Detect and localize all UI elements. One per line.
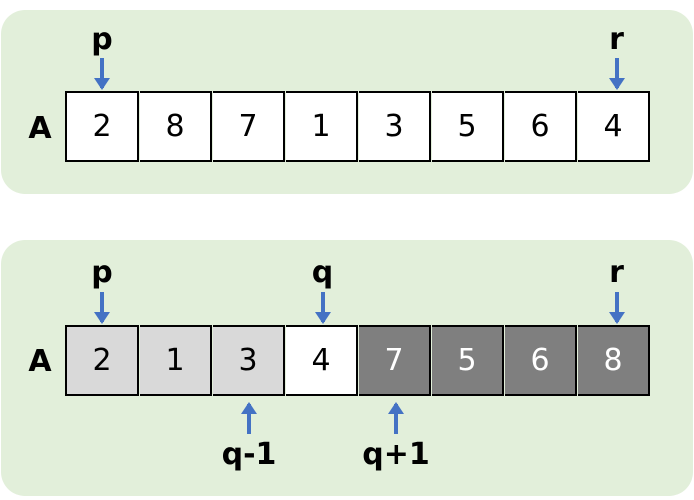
array-cell: 5	[432, 325, 504, 396]
pointer-label-r: r	[609, 22, 624, 57]
array-cell: 3	[213, 325, 285, 396]
array-cell: 1	[286, 91, 358, 162]
pointer-arrow-icon	[608, 292, 625, 324]
array-name-label: A	[28, 344, 52, 379]
pointer-label-p: p	[91, 22, 113, 57]
array-cell: 1	[140, 325, 212, 396]
array-cell: 2	[67, 325, 139, 396]
pointer-label-r: r	[609, 255, 624, 290]
array-cell: 3	[359, 91, 431, 162]
pointer-arrow-icon	[94, 292, 110, 324]
array-cell: 7	[359, 325, 431, 396]
pointer-label-q-1: q+1	[362, 437, 430, 472]
pointer-label-q-1: q-1	[221, 437, 277, 472]
array-cell: 4	[286, 325, 358, 396]
pointer-arrow-icon	[608, 58, 625, 90]
array-cell: 8	[140, 91, 212, 162]
array-cell: 4	[578, 91, 650, 162]
array-cell: 7	[213, 91, 285, 162]
array-cell: 2	[67, 91, 139, 162]
array-cell: 5	[432, 91, 504, 162]
array-name-label: A	[28, 111, 52, 146]
pointer-arrow-icon	[94, 58, 110, 90]
array-cell: 8	[578, 325, 650, 396]
pointer-arrow-icon	[314, 292, 331, 324]
pointer-label-p: p	[91, 255, 113, 290]
pointer-label-q: q	[311, 255, 334, 290]
pointer-arrow-icon	[388, 402, 404, 434]
array-cell: 6	[505, 325, 577, 396]
pointer-arrow-icon	[241, 402, 257, 434]
array-cell: 6	[505, 91, 577, 162]
